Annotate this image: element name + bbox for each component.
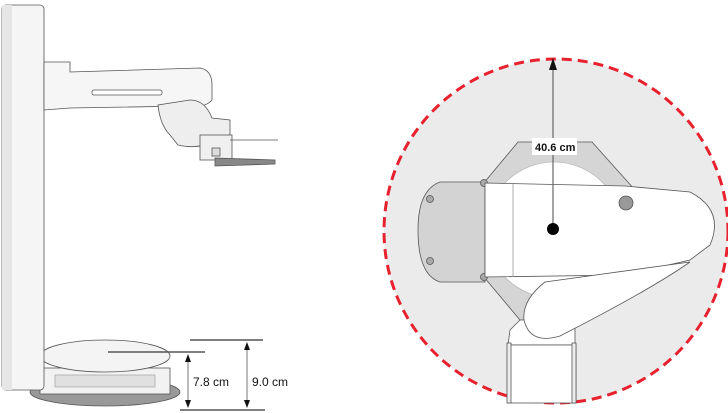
arrow-head-icon bbox=[549, 58, 557, 70]
reach-indicator bbox=[532, 58, 577, 235]
reach-label: 40.6 cm bbox=[535, 142, 576, 154]
dimension-lines bbox=[108, 339, 265, 411]
dim-label-base-height: 7.8 cm bbox=[193, 375, 229, 389]
column-plate bbox=[417, 181, 486, 283]
side-view-robot bbox=[1, 4, 278, 407]
dim-label-total-base-height: 9.0 cm bbox=[252, 375, 288, 389]
forearm-top bbox=[523, 261, 691, 339]
upper-arm-top bbox=[484, 182, 715, 278]
center-dot bbox=[547, 223, 559, 235]
base-top bbox=[39, 339, 171, 373]
gripper bbox=[214, 157, 276, 167]
joint-cap bbox=[618, 195, 634, 211]
